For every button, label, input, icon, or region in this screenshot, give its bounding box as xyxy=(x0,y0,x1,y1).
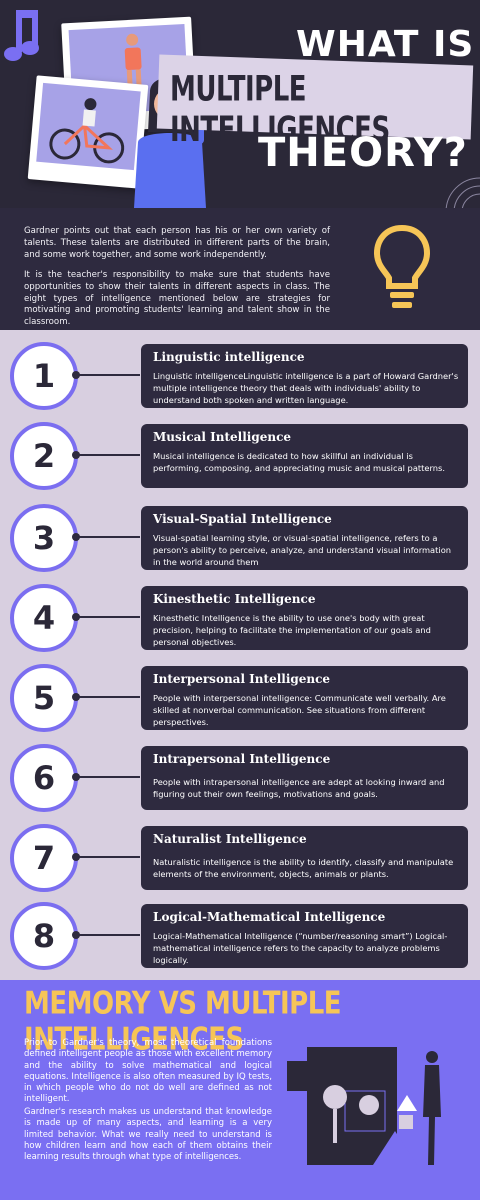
item-card: Interpersonal Intelligence People with i… xyxy=(141,666,468,730)
item-card: Linguistic intelligence Linguistic intel… xyxy=(141,344,468,408)
item-number-circle: 3 xyxy=(10,504,78,572)
item-description: People with interpersonal intelligence: … xyxy=(153,693,446,727)
intelligence-item-3: 3 Visual-Spatial Intelligence Visual-spa… xyxy=(0,504,480,572)
item-card: Visual-Spatial Intelligence Visual-spati… xyxy=(141,506,468,570)
intro-paragraph-2: It is the teacher's responsibility to ma… xyxy=(24,270,330,328)
intelligence-item-1: 1 Linguistic intelligence Linguistic int… xyxy=(0,342,480,410)
music-note-icon xyxy=(4,10,39,61)
connector-dot xyxy=(72,773,80,781)
connector-line xyxy=(78,776,140,778)
connector-line xyxy=(78,934,140,936)
intelligences-list: 1 Linguistic intelligence Linguistic int… xyxy=(0,330,480,980)
connector-dot xyxy=(72,613,80,621)
intro-section: Gardner points out that each person has … xyxy=(0,208,480,330)
memory-title: MEMORY VS MULTIPLE INTELLIGENCES xyxy=(24,986,342,1058)
connector-line xyxy=(78,536,140,538)
item-number-circle: 1 xyxy=(10,342,78,410)
item-card: Naturalist Intelligence Naturalistic int… xyxy=(141,826,468,890)
connector-line xyxy=(78,454,140,456)
connector-dot xyxy=(72,451,80,459)
title-line-1: WHAT IS xyxy=(296,24,475,65)
photo-cyclist xyxy=(27,75,149,189)
item-title: Interpersonal Intelligence xyxy=(153,672,331,686)
connector-line xyxy=(78,856,140,858)
intelligence-item-7: 7 Naturalist Intelligence Naturalistic i… xyxy=(0,824,480,892)
item-title: Visual-Spatial Intelligence xyxy=(153,512,332,526)
decorative-circles xyxy=(445,177,480,208)
item-description: Visual-spatial learning style, or visual… xyxy=(153,533,452,567)
item-number-circle: 4 xyxy=(10,584,78,652)
connector-dot xyxy=(72,931,80,939)
shapes-illustration xyxy=(287,1047,441,1165)
item-description: Linguistic intelligenceLinguistic intell… xyxy=(153,371,459,405)
item-description: Musical intelligence is dedicated to how… xyxy=(153,451,446,473)
intro-paragraph-1: Gardner points out that each person has … xyxy=(24,226,330,260)
intelligence-item-5: 5 Interpersonal Intelligence People with… xyxy=(0,664,480,732)
item-card: Intrapersonal Intelligence People with i… xyxy=(141,746,468,810)
item-number-circle: 7 xyxy=(10,824,78,892)
item-description: Logical-Mathematical Intelligence (“numb… xyxy=(153,931,448,965)
intelligence-item-4: 4 Kinesthetic Intelligence Kinesthetic I… xyxy=(0,584,480,652)
item-card: Logical-Mathematical Intelligence Logica… xyxy=(141,904,468,968)
item-title: Musical Intelligence xyxy=(153,430,292,444)
item-card: Kinesthetic Intelligence Kinesthetic Int… xyxy=(141,586,468,650)
memory-paragraph-1: Prior to Gardner's theory, most theoreti… xyxy=(24,1038,272,1105)
item-number-circle: 5 xyxy=(10,664,78,732)
title-line-3: THEORY? xyxy=(258,130,468,176)
item-number-circle: 6 xyxy=(10,744,78,812)
connector-dot xyxy=(72,853,80,861)
intelligence-item-2: 2 Musical Intelligence Musical intellige… xyxy=(0,422,480,490)
item-title: Kinesthetic Intelligence xyxy=(153,592,316,606)
connector-line xyxy=(78,696,140,698)
connector-line xyxy=(78,374,140,376)
item-description: People with intrapersonal intelligence a… xyxy=(153,777,445,799)
memory-paragraph-2: Gardner's research makes us understand t… xyxy=(24,1107,272,1163)
connector-dot xyxy=(72,533,80,541)
light-bulb-icon xyxy=(373,224,431,308)
item-number-circle: 2 xyxy=(10,422,78,490)
item-description: Kinesthetic Intelligence is the ability … xyxy=(153,613,431,647)
connector-dot xyxy=(72,371,80,379)
hero-section: WHAT IS MULTIPLE INTELLIGENCES THEORY? xyxy=(0,0,480,208)
item-number-circle: 8 xyxy=(10,902,78,970)
item-card: Musical Intelligence Musical intelligenc… xyxy=(141,424,468,488)
item-title: Linguistic intelligence xyxy=(153,350,305,364)
item-title: Intrapersonal Intelligence xyxy=(153,752,331,766)
title-line-2: MULTIPLE INTELLIGENCES xyxy=(170,69,390,151)
connector-dot xyxy=(72,693,80,701)
intelligence-item-8: 8 Logical-Mathematical Intelligence Logi… xyxy=(0,902,480,970)
item-title: Logical-Mathematical Intelligence xyxy=(153,910,386,924)
intelligence-item-6: 6 Intrapersonal Intelligence People with… xyxy=(0,744,480,812)
connector-line xyxy=(78,616,140,618)
item-description: Naturalistic intelligence is the ability… xyxy=(153,857,454,879)
item-title: Naturalist Intelligence xyxy=(153,832,307,846)
